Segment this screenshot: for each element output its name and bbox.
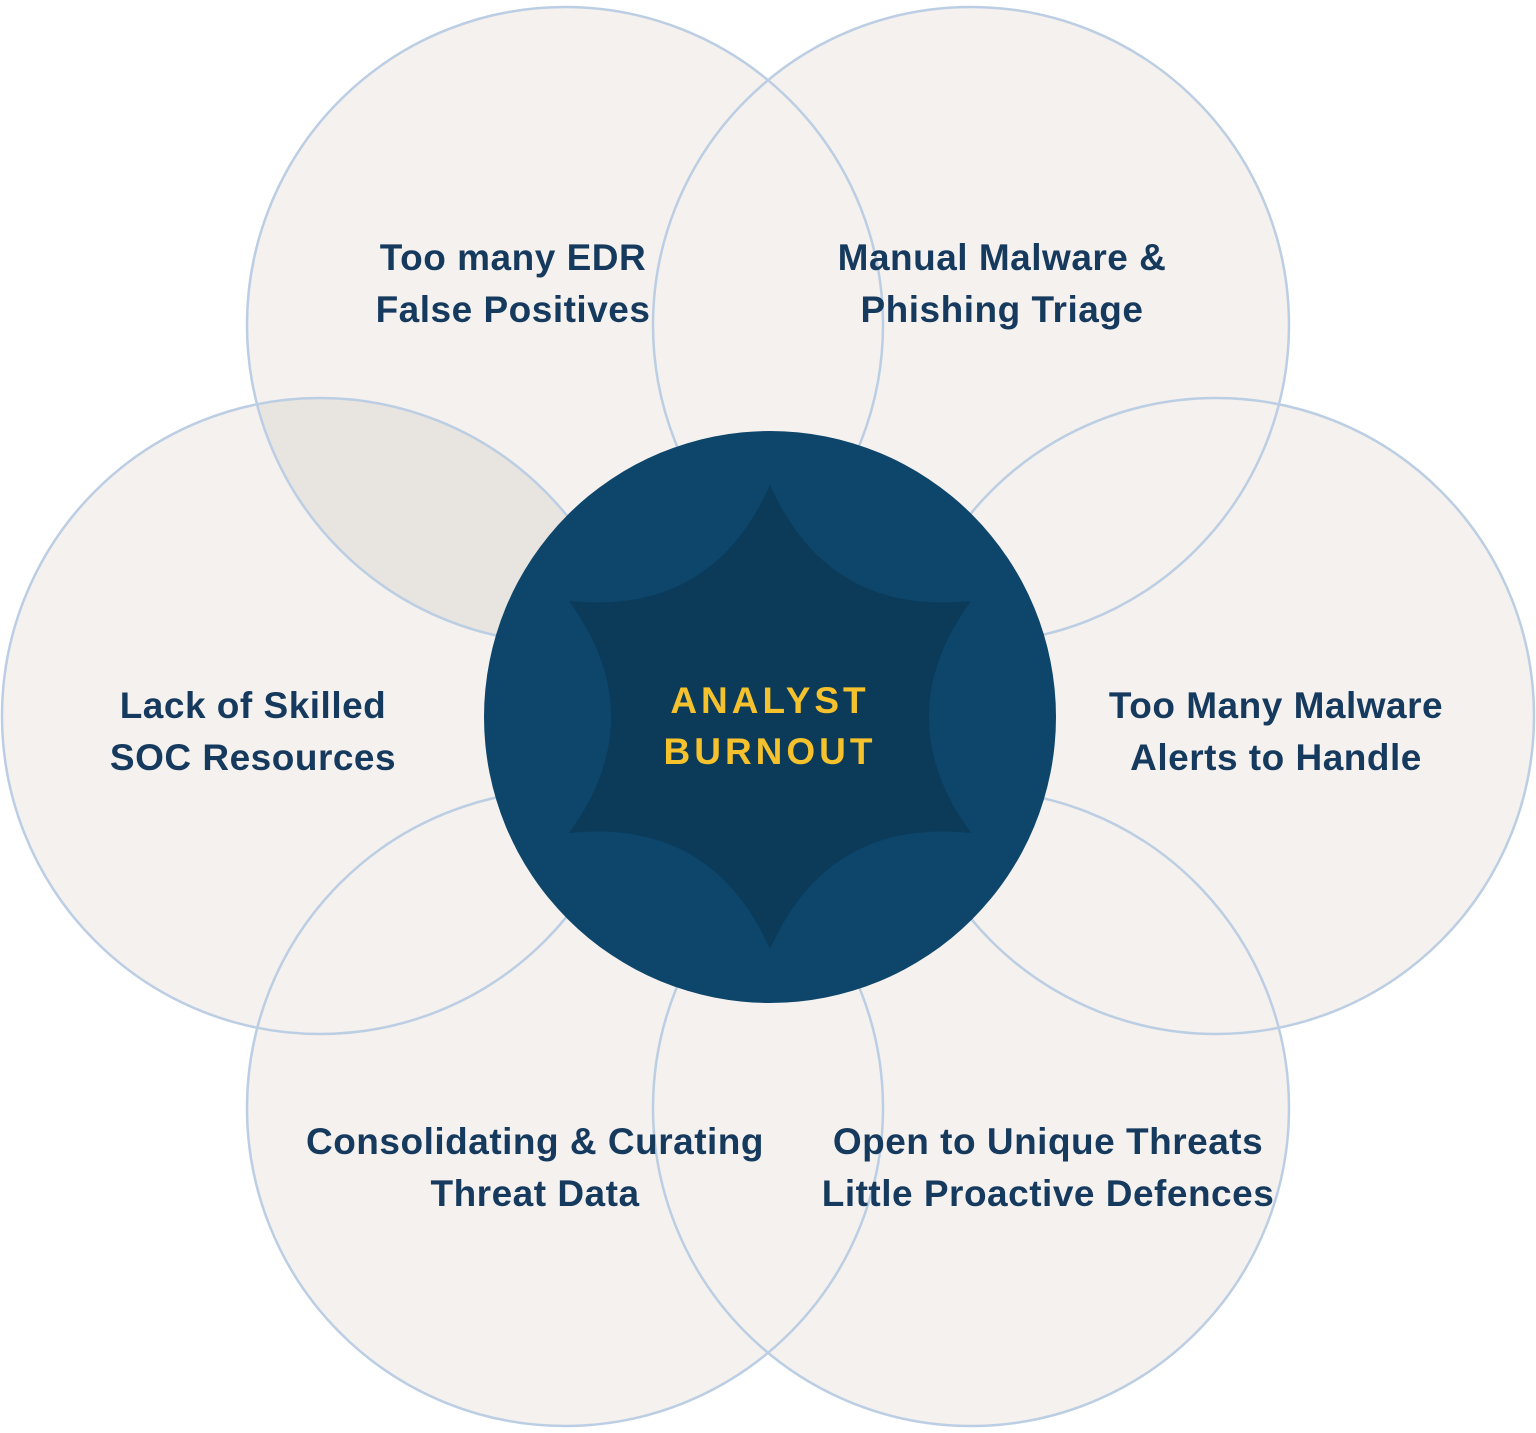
cause-label-line: Too Many Malware — [1108, 685, 1444, 726]
cause-label-top-right: Manual Malware & Phishing Triage — [838, 232, 1167, 336]
center-title-line: BURNOUT — [663, 731, 877, 772]
hexagon-badge — [569, 485, 971, 949]
cause-label-line: Alerts to Handle — [1130, 737, 1422, 778]
cause-label-line: Consolidating & Curating — [305, 1121, 765, 1162]
cause-label-line: Lack of Skilled — [119, 685, 387, 726]
cause-label-line: Too many EDR — [379, 237, 647, 278]
cause-label-left: Lack of Skilled SOC Resources — [110, 680, 396, 784]
cause-label-line: SOC Resources — [109, 737, 397, 778]
cause-label-right: Too Many Malware Alerts to Handle — [1109, 680, 1443, 784]
cause-label-bottom-left: Consolidating & Curating Threat Data — [306, 1116, 764, 1220]
cause-label-top-left: Too many EDR False Positives — [376, 232, 651, 336]
cause-label-bottom-right: Open to Unique Threats Little Proactive … — [822, 1116, 1275, 1220]
overlap-lens — [247, 398, 638, 643]
cause-label-line: Threat Data — [430, 1173, 640, 1214]
cause-label-line: Little Proactive Defences — [821, 1173, 1275, 1214]
cause-label-line: Open to Unique Threats — [832, 1121, 1264, 1162]
center-title: ANALYST BURNOUT — [664, 675, 877, 777]
cause-label-line: Phishing Triage — [860, 289, 1144, 330]
center-title-line: ANALYST — [670, 680, 870, 721]
cause-label-line: Manual Malware & — [837, 237, 1167, 278]
cause-label-line: False Positives — [375, 289, 651, 330]
